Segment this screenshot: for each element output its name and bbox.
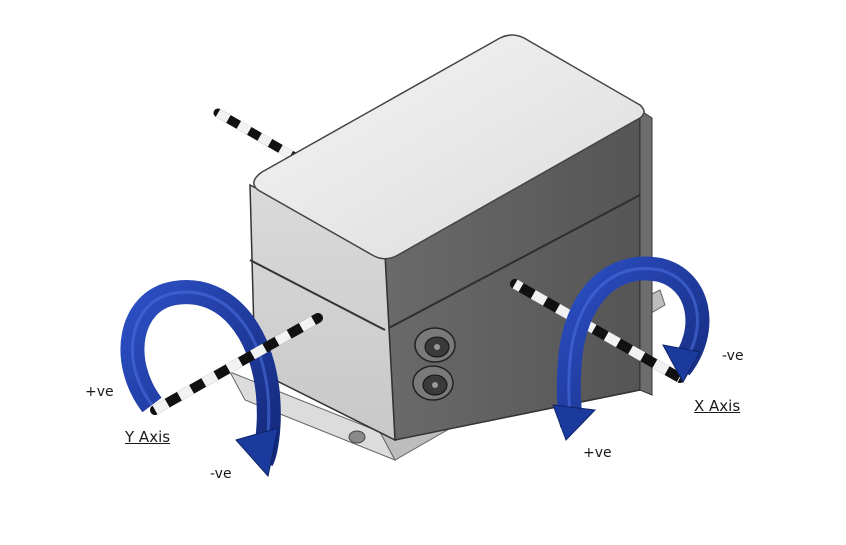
y-axis-rotation-arrow — [120, 280, 281, 478]
x-axis-rotation-arrow — [552, 256, 710, 441]
x-axis-rod — [510, 279, 685, 383]
y-axis-negative-label: -ve — [210, 466, 232, 482]
connector-upper — [414, 327, 456, 363]
y-axis-title: Y Axis — [125, 428, 171, 446]
mounting-hole — [348, 430, 366, 444]
y-axis-rod-back — [213, 108, 305, 165]
x-arrowhead-positive — [552, 404, 597, 441]
x-axis-negative-label: -ve — [722, 348, 744, 364]
y-axis-positive-label: +ve — [85, 384, 114, 400]
x-axis-title: X Axis — [694, 397, 741, 415]
x-arrowhead-negative — [662, 344, 701, 384]
connector-lower — [412, 365, 454, 401]
box-front — [249, 183, 396, 442]
box-top — [253, 34, 645, 260]
y-axis-rod-front — [150, 313, 323, 415]
y-arrowhead-negative — [235, 427, 279, 478]
x-axis-positive-label: +ve — [583, 445, 612, 461]
